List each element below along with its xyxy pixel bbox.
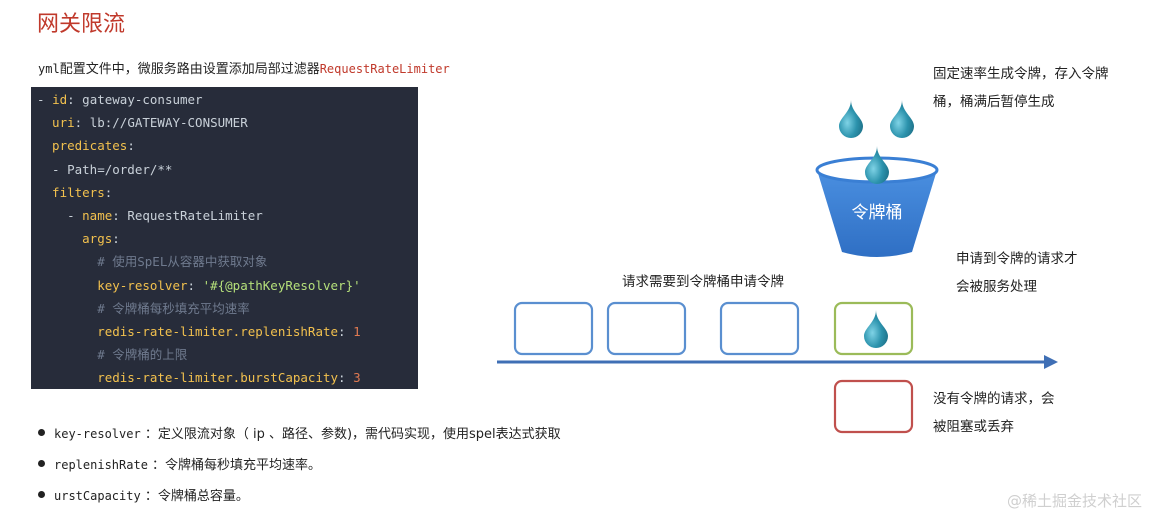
request-box <box>513 301 594 356</box>
code-token: # 令牌桶的上限 <box>37 347 188 363</box>
bullet-dot-icon <box>38 460 45 467</box>
code-line: redis-rate-limiter.burstCapacity: 3 <box>31 366 418 389</box>
bullet-text: ：令牌桶总容量。 <box>140 489 249 504</box>
intro-prefix: yml <box>38 62 60 76</box>
bullet-text: ：定义限流对象（ ip 、路径、参数)，需代码实现，使用spel表达式获取 <box>140 427 561 442</box>
code-line: redis-rate-limiter.replenishRate: 1 <box>31 320 418 343</box>
code-line: # 令牌桶每秒填充平均速率 <box>31 297 418 320</box>
code-line: # 令牌桶的上限 <box>31 343 418 366</box>
code-line: # 使用SpEL从容器中获取对象 <box>31 250 418 273</box>
intro-text: yml配置文件中，微服务路由设置添加局部过滤器RequestRateLimite… <box>38 58 450 77</box>
note-pass: 申请到令牌的请求才 会被服务处理 <box>956 245 1078 301</box>
code-token: filters <box>37 184 105 200</box>
code-line: - name: RequestRateLimiter <box>31 204 418 227</box>
code-token: : <box>104 184 113 200</box>
flow-arrow-head <box>1044 355 1058 369</box>
code-token: '#{@pathKeyResolver}' <box>202 277 361 293</box>
code-line: predicates: <box>31 134 418 157</box>
request-box <box>719 301 800 356</box>
token-drop-icon <box>864 310 888 348</box>
code-token: # 使用SpEL从容器中获取对象 <box>37 254 268 270</box>
code-token: : <box>112 231 120 247</box>
bullet-key: replenishRate <box>54 458 148 472</box>
bullet-dot-icon <box>38 491 45 498</box>
watermark: @稀土掘金技术社区 <box>1006 492 1142 510</box>
code-line: args: <box>31 227 418 250</box>
code-token: : <box>187 277 203 293</box>
code-line: uri: lb://GATEWAY-CONSUMER <box>31 111 418 134</box>
bullet-key: urstCapacity <box>54 489 141 503</box>
note-line: 被阻塞或丢弃 <box>933 419 1014 435</box>
code-token: # 令牌桶每秒填充平均速率 <box>37 300 250 316</box>
bullet-text: ：令牌桶每秒填充平均速率。 <box>147 458 322 473</box>
code-line: - Path=/order/** <box>31 158 418 181</box>
token-drop-icon <box>839 100 863 138</box>
code-token: id <box>52 92 68 107</box>
note-reject: 没有令牌的请求，会 被阻塞或丢弃 <box>933 385 1055 441</box>
rejected-request-box <box>833 379 914 434</box>
code-token: redis-rate-limiter.replenishRate <box>37 324 339 340</box>
note-line: 申请到令牌的请求才 <box>956 251 1078 267</box>
code-token: redis-rate-limiter.burstCapacity <box>37 370 339 386</box>
code-token: predicates <box>37 138 128 154</box>
bullet-key: key-resolver <box>54 427 141 441</box>
bucket-body <box>817 170 937 257</box>
note-line: 桶，桶满后暂停生成 <box>933 94 1055 110</box>
note-request: 请求需要到令牌桶申请令牌 <box>622 274 784 290</box>
code-token: name <box>82 208 113 224</box>
code-token: : <box>338 370 354 386</box>
bullet-item: replenishRate ：令牌桶每秒填充平均速率。 <box>38 454 561 485</box>
note-token-fill: 固定速率生成令牌，存入令牌 桶，桶满后暂停生成 <box>933 60 1109 116</box>
code-token: : lb://GATEWAY-CONSUMER <box>74 115 248 131</box>
note-line: 会被服务处理 <box>956 279 1037 295</box>
code-token: 1 <box>353 324 361 340</box>
code-token: key-resolver <box>37 277 188 293</box>
code-line: - id: gateway-consumer <box>31 88 418 111</box>
code-token: - Path=/order/** <box>37 161 173 177</box>
code-token: 3 <box>353 370 361 386</box>
bucket-label: 令牌桶 <box>851 203 903 223</box>
code-line: key-resolver: '#{@pathKeyResolver}' <box>31 274 418 297</box>
code-token: uri <box>37 115 75 131</box>
accepted-request-box <box>833 301 914 356</box>
note-line: 没有令牌的请求，会 <box>933 391 1055 407</box>
code-block: - id: gateway-consumer uri: lb://GATEWAY… <box>31 87 418 389</box>
code-line: filters: <box>31 181 418 204</box>
token-drop-icon <box>865 146 889 184</box>
code-token: : <box>127 138 135 154</box>
token-drop-icon <box>890 100 914 138</box>
code-token: - <box>37 92 53 107</box>
intro-body: 配置文件中，微服务路由设置添加局部过滤器 <box>59 62 320 77</box>
request-box <box>606 301 687 356</box>
bullet-dot-icon <box>38 429 45 436</box>
code-token: - <box>37 208 83 224</box>
note-line: 固定速率生成令牌，存入令牌 <box>933 66 1109 82</box>
page-title: 网关限流 <box>37 12 126 37</box>
code-token: : RequestRateLimiter <box>112 208 263 224</box>
intro-highlight: RequestRateLimiter <box>319 62 450 76</box>
code-token: args <box>37 231 113 247</box>
code-token: : <box>338 324 354 340</box>
code-token: : gateway-consumer <box>67 92 203 107</box>
bullet-list: key-resolver ：定义限流对象（ ip 、路径、参数)，需代码实现，使… <box>38 423 561 516</box>
bullet-item: urstCapacity ：令牌桶总容量。 <box>38 485 561 516</box>
bullet-item: key-resolver ：定义限流对象（ ip 、路径、参数)，需代码实现，使… <box>38 423 561 454</box>
